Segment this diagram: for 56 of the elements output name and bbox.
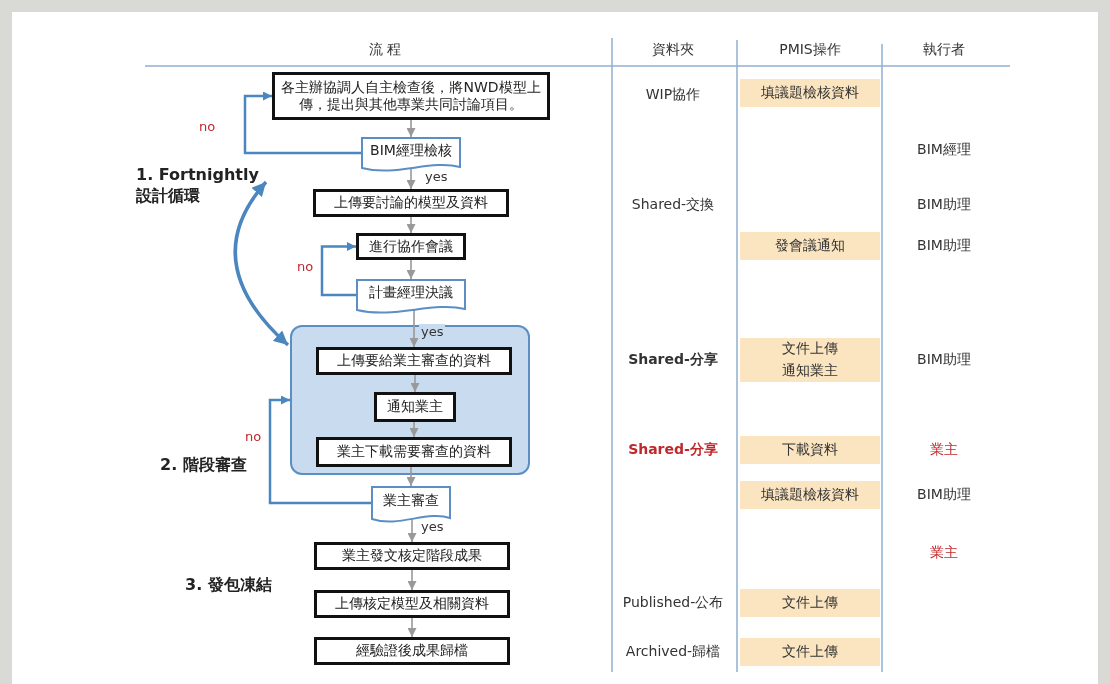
table-text: 填議題檢核資料 (740, 481, 880, 509)
arrow (409, 308, 419, 348)
process-box: 各主辦協調人自主檢查後，將NWD模型上傳，提出與其他專業共同討論項目。 (272, 72, 550, 120)
table-text: BIM助理 (916, 485, 972, 504)
section-heading: 1. Fortnightly 設計循環 (136, 164, 264, 208)
arrow (407, 569, 417, 591)
section-heading: 2. 階段審查 (160, 453, 248, 476)
process-box: 業主發文核定階段成果 (314, 542, 510, 570)
table-text: 業主 (929, 543, 959, 562)
document-shape: BIM經理檢核 (361, 137, 461, 169)
arrow (409, 421, 419, 438)
table-text: 文件上傳 (740, 589, 880, 617)
loop-arrow (243, 91, 361, 155)
document-shape: 業主審查 (371, 486, 451, 520)
curved-arrow (233, 180, 290, 347)
arrow (406, 259, 416, 280)
column-header: PMIS操作 (778, 40, 842, 59)
table-text: 文件上傳 (740, 638, 880, 666)
table-text: BIM助理 (916, 236, 972, 255)
arrow (407, 517, 417, 543)
process-box: 通知業主 (374, 392, 456, 422)
process-box: 上傳要給業主審查的資料 (316, 347, 512, 375)
section-heading: 3. 發包凍結 (185, 573, 273, 596)
group-panel (290, 325, 530, 475)
table-text: 文件上傳 (740, 338, 880, 360)
table-text: BIM助理 (916, 195, 972, 214)
loop-arrow (320, 242, 356, 297)
column-header: 資料夾 (651, 40, 695, 59)
table-text: Shared-分享 (627, 350, 719, 369)
table-text: Archived-歸檔 (624, 642, 722, 661)
arrow (406, 216, 416, 234)
loop-arrow (268, 395, 371, 505)
document-shape: 計畫經理決議 (356, 279, 466, 311)
table-text: 填議題檢核資料 (740, 79, 880, 107)
process-box: 業主下載需要審查的資料 (316, 437, 512, 467)
table-text: Published-公布 (621, 593, 725, 612)
process-box: 上傳核定模型及相關資料 (314, 590, 510, 618)
table-text: Shared-交換 (630, 195, 716, 214)
arrow (407, 617, 417, 638)
table-text: 下載資料 (740, 436, 880, 464)
table-text: 業主 (929, 440, 959, 459)
process-box: 上傳要討論的模型及資料 (313, 189, 509, 217)
table-text: WIP協作 (644, 85, 702, 104)
table-text: 通知業主 (740, 360, 880, 382)
table-text: BIM經理 (916, 140, 972, 159)
edge-label: yes (419, 324, 446, 339)
process-box: 進行協作會議 (356, 233, 466, 260)
arrow (410, 374, 420, 393)
process-box: 經驗證後成果歸檔 (314, 637, 510, 665)
column-header: 執行者 (922, 40, 966, 59)
table-text: BIM助理 (916, 350, 972, 369)
table-text: Shared-分享 (627, 440, 719, 459)
arrow (406, 466, 416, 487)
arrow (406, 119, 416, 138)
table-text: 發會議通知 (740, 232, 880, 260)
column-header: 流 程 (367, 40, 403, 59)
